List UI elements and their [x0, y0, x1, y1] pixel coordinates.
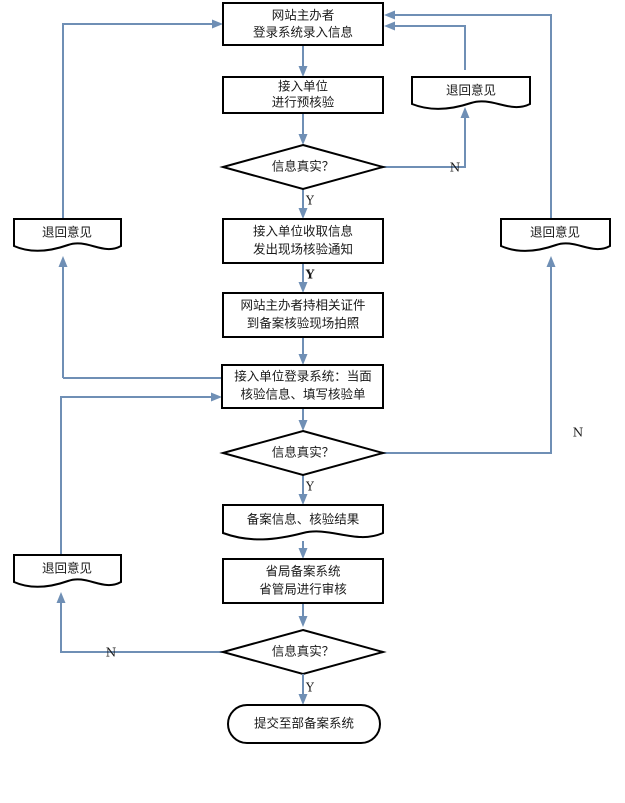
edge-label-n10-n5: N — [573, 426, 584, 440]
node-access-unit-collect-info[interactable]: 接入单位收取信息 发出现场核验通知 — [222, 218, 384, 264]
node-n6-line2: 发出现场核验通知 — [253, 242, 353, 257]
node-n1-line2: 登录系统录入信息 — [253, 25, 353, 40]
edge-label-n6-n8: Y — [305, 268, 315, 282]
connector-n7-n1 — [62, 19, 223, 219]
node-website-owner-login[interactable]: 网站主办者 登录系统录入信息 — [222, 2, 384, 46]
node-n7-line1: 退回意见 — [42, 225, 92, 240]
node-decision-info-true-2[interactable]: 信息真实？ — [219, 429, 387, 477]
node-n13-line1: 退回意见 — [42, 561, 92, 576]
node-n9-line1: 接入单位登录系统：当面 — [234, 369, 372, 384]
connector-layer — [56, 10, 556, 653]
connector-n10-n11 — [298, 475, 308, 505]
connector-n4-n3 — [383, 107, 470, 168]
connector-n1-n2 — [298, 45, 308, 77]
node-n15-line1: 提交至部备案系统 — [254, 716, 354, 731]
edge-label-n14-n15: Y — [305, 681, 315, 695]
node-n3-line1: 退回意见 — [446, 83, 496, 98]
node-decision-info-true-1[interactable]: 信息真实？ — [219, 143, 387, 191]
connector-n5-n1 — [384, 10, 552, 219]
node-n2-line2: 进行预核验 — [272, 95, 335, 110]
connector-n3-n1 — [384, 21, 466, 70]
connector-n6-n8 — [298, 263, 308, 293]
node-n11-line1: 备案信息、核验结果 — [247, 512, 360, 527]
node-decision-info-true-3[interactable]: 信息真实？ — [219, 628, 387, 676]
connector-n9-n7 — [58, 256, 68, 378]
node-n12-line1: 省局备案系统 — [265, 564, 340, 579]
connector-n14-n13 — [56, 592, 223, 653]
node-record-info-result[interactable]: 备案信息、核验结果 — [222, 504, 384, 541]
edge-label-n4-n3: N — [450, 161, 461, 175]
edge-label-n14-n13: N — [106, 646, 117, 660]
edge-label-layer: N Y Y N Y N Y — [106, 161, 584, 695]
node-owner-onsite-photo[interactable]: 网站主办者持相关证件 到备案核验现场拍照 — [222, 292, 384, 338]
connector-n8-n9 — [298, 337, 308, 365]
node-n5-line1: 退回意见 — [530, 225, 580, 240]
node-n1-line1: 网站主办者 — [272, 8, 335, 23]
node-n8-line2: 到备案核验现场拍照 — [247, 316, 360, 331]
node-n14-line1: 信息真实？ — [272, 644, 335, 659]
connector-n14-n15 — [298, 674, 308, 705]
node-n12-line2: 省管局进行审核 — [259, 582, 347, 597]
connector-n4-n6 — [298, 189, 308, 219]
node-return-opinion-left-mid[interactable]: 退回意见 — [13, 218, 122, 252]
connector-n2-n4 — [298, 113, 308, 145]
edge-label-n4-n6: Y — [305, 194, 315, 208]
node-access-unit-precheck[interactable]: 接入单位 进行预核验 — [222, 76, 384, 114]
connector-n13-n9 — [60, 392, 222, 555]
node-access-unit-verify-form[interactable]: 接入单位登录系统：当面 核验信息、填写核验单 — [221, 364, 384, 409]
node-n9-line2: 核验信息、填写核验单 — [240, 387, 365, 402]
connector-n11-n12 — [298, 541, 308, 559]
node-n6-line1: 接入单位收取信息 — [253, 224, 353, 239]
connector-n12-n14 — [298, 603, 308, 627]
node-submit-to-ministry[interactable]: 提交至部备案系统 — [227, 704, 381, 744]
node-return-opinion-right[interactable]: 退回意见 — [500, 218, 611, 252]
node-n10-line1: 信息真实？ — [272, 445, 335, 460]
node-n4-line1: 信息真实？ — [272, 159, 335, 174]
edge-label-n10-n11: Y — [305, 480, 315, 494]
node-provincial-bureau-review[interactable]: 省局备案系统 省管局进行审核 — [222, 558, 384, 604]
connector-n10-n5 — [383, 256, 556, 454]
node-return-opinion-left-bottom[interactable]: 退回意见 — [13, 554, 122, 588]
connector-n9-n10 — [298, 408, 308, 431]
node-n2-line1: 接入单位 — [278, 79, 328, 94]
node-n8-line1: 网站主办者持相关证件 — [240, 298, 365, 313]
node-return-opinion-top-right[interactable]: 退回意见 — [411, 76, 531, 110]
